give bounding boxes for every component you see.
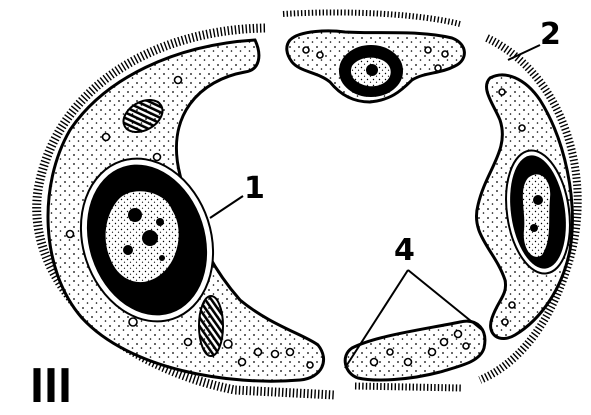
label-fragments: 4 <box>394 233 415 268</box>
bottom-fragment <box>345 321 485 380</box>
top-cell <box>287 31 465 102</box>
label-panel: III <box>30 359 72 413</box>
label-cell: 1 <box>244 171 265 206</box>
crescent-cell-left <box>48 40 324 381</box>
label-membrane: 2 <box>540 17 561 52</box>
striped-inclusion-bottom <box>199 296 223 356</box>
